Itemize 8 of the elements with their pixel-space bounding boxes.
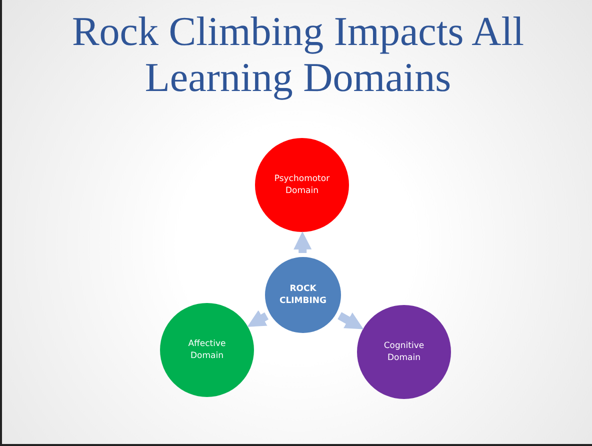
arrow [294,231,312,254]
arrow [247,310,269,327]
title: Rock Climbing Impacts All Learning Domains [70,8,526,100]
circle-label: Psychomotor Domain [273,173,331,197]
arrow [338,312,364,330]
circle-label: ROCK CLIMBING [278,283,328,307]
circle-label: Affective Domain [187,338,227,362]
circle-label: Cognitive Domain [382,340,426,364]
